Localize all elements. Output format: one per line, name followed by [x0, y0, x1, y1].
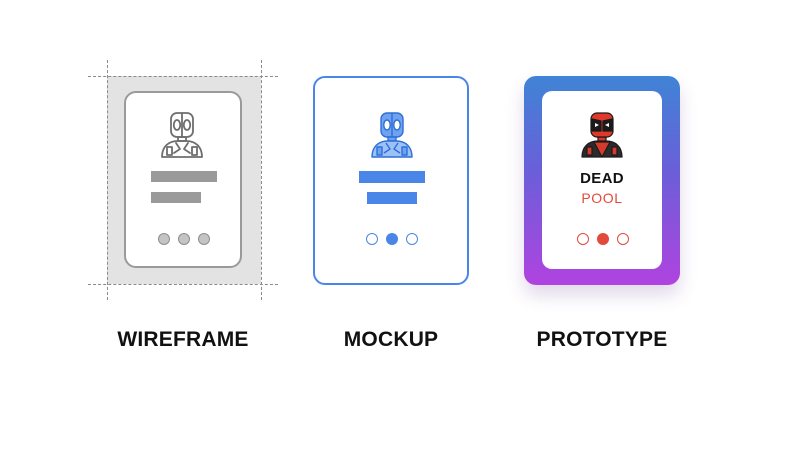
guide-line-right [261, 60, 262, 300]
guide-line-left [107, 60, 108, 300]
wireframe-pager-dot-3 [198, 233, 210, 245]
wireframe-pager-dot-2 [178, 233, 190, 245]
wireframe-subtitle-placeholder [151, 192, 201, 203]
mockup-title-placeholder [359, 171, 425, 183]
prototype-caption: PROTOTYPE [536, 328, 668, 351]
prototype-pager-dot-2[interactable] [597, 233, 609, 245]
mockup-avatar-icon [371, 112, 413, 158]
mockup-subtitle-placeholder [367, 192, 417, 204]
mockup-caption: MOCKUP [343, 328, 439, 351]
mockup-pager-dot-2 [386, 233, 398, 245]
mockup-card [313, 76, 469, 285]
wireframe-pager-dot-1 [158, 233, 170, 245]
wireframe-avatar-icon [161, 112, 203, 158]
wireframe-caption: WIREFRAME [117, 328, 249, 351]
mockup-pager-dot-3 [406, 233, 418, 245]
prototype-subtitle: POOL [581, 190, 623, 206]
prototype-pager-dot-1[interactable] [577, 233, 589, 245]
mockup-pager-dot-1 [366, 233, 378, 245]
guide-line-bottom [88, 284, 278, 285]
prototype-title: DEAD [580, 170, 624, 187]
guide-line-top [88, 76, 278, 77]
prototype-pager-dot-3[interactable] [617, 233, 629, 245]
wireframe-title-placeholder [151, 171, 217, 182]
deadpool-avatar-icon [581, 112, 623, 158]
